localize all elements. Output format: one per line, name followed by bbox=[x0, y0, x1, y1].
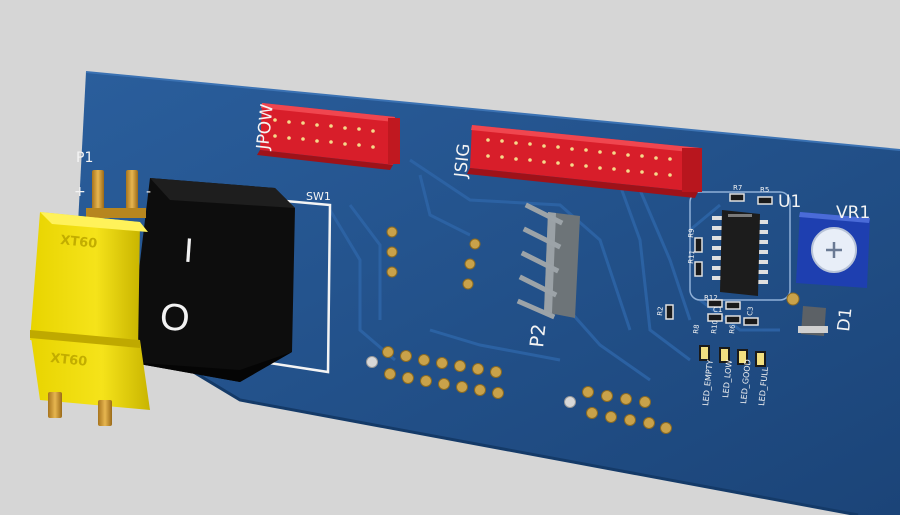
led-row bbox=[699, 345, 766, 367]
p1-xt60-connector bbox=[30, 170, 150, 426]
p1-plus-label: + bbox=[74, 184, 86, 200]
led-low-label: LED_LOW bbox=[721, 359, 734, 398]
d1-label: D1 bbox=[834, 307, 856, 333]
c3-label: C3 bbox=[746, 306, 755, 316]
r6-label: R6 bbox=[728, 324, 737, 335]
switch-on-symbol: I bbox=[183, 232, 195, 271]
p2-header bbox=[516, 202, 580, 320]
u1-ic bbox=[712, 210, 768, 296]
smd-components bbox=[665, 193, 800, 326]
vr1-label: VR1 bbox=[836, 203, 870, 223]
r12-label: R12 bbox=[704, 294, 718, 302]
vr1-trimmer bbox=[796, 212, 870, 288]
sw1-label: SW1 bbox=[306, 190, 331, 203]
pad-cluster-middle bbox=[386, 226, 481, 290]
r9-label: R9 bbox=[687, 228, 696, 238]
d1-diode bbox=[798, 306, 828, 336]
p2-label: P2 bbox=[526, 323, 550, 349]
led-full-label: LED_FULL bbox=[757, 366, 770, 406]
p1-minus-label: - bbox=[146, 184, 151, 200]
xt60-marking-top: XT60 bbox=[60, 233, 98, 252]
r10-label: R10 bbox=[710, 320, 719, 335]
jsig-label: JSIG bbox=[451, 143, 475, 180]
sw1-rocker-switch bbox=[128, 178, 295, 382]
jpow-header bbox=[257, 103, 400, 170]
c1-label: C1 bbox=[713, 306, 722, 314]
u1-label: U1 bbox=[778, 192, 801, 212]
r2-label: R2 bbox=[656, 306, 665, 316]
xt60-marking-bottom: XT60 bbox=[50, 351, 88, 370]
switch-off-symbol: O bbox=[159, 296, 191, 340]
r8-label: R8 bbox=[692, 324, 701, 334]
r11-label: R11 bbox=[687, 250, 696, 265]
pad-row-lower-left bbox=[366, 346, 504, 399]
jsig-header bbox=[467, 125, 702, 198]
r5-label: R5 bbox=[760, 186, 769, 194]
pad-row-lower-right bbox=[564, 386, 672, 434]
jpow-label: JPOW bbox=[253, 103, 278, 151]
p1-label: P1 bbox=[76, 150, 93, 166]
r7-label: R7 bbox=[733, 184, 742, 192]
